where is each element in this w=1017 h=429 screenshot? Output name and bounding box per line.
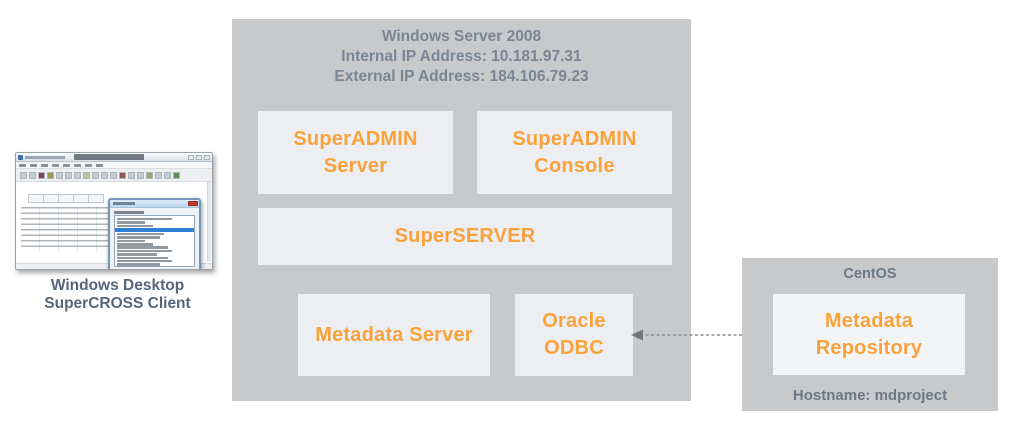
client-toolbar: [16, 169, 212, 182]
crosstab-header: [28, 194, 104, 203]
metadata-repository-box: Metadata Repository: [773, 294, 965, 375]
oracle-odbc-label-line2: ODBC: [544, 337, 604, 359]
toolbar-icon: [74, 171, 81, 179]
dialog-titlebar: [110, 200, 199, 208]
list-item: [117, 232, 165, 236]
oracle-odbc-box: Oracle ODBC: [515, 294, 633, 376]
list-item: [117, 242, 153, 246]
titlebar-dark-band: [74, 154, 144, 160]
client-content-area: [16, 182, 212, 269]
dialog-field-label: [114, 211, 144, 214]
toolbar-icon: [173, 171, 180, 179]
toolbar-icon: [47, 171, 54, 179]
superadmin-console-label-line2: Console: [534, 154, 615, 177]
list-item-selected: [115, 227, 194, 232]
client-caption: Windows Desktop SuperCROSS Client: [10, 277, 225, 313]
window-controls: [188, 155, 210, 160]
toolbar-icon: [137, 171, 144, 179]
app-icon: [18, 155, 23, 160]
list-item: [117, 224, 153, 228]
centos-title: CentOS: [843, 266, 897, 282]
superadmin-server-label-line2: Server: [323, 154, 388, 177]
toolbar-icon: [65, 171, 72, 179]
toolbar-icon: [101, 171, 108, 179]
centos-group: CentOS Metadata Repository Hostname: mdp…: [742, 258, 998, 411]
list-item: [117, 236, 161, 239]
windows-server-2008-group: Windows Server 2008 Internal IP Address:…: [232, 19, 691, 401]
header-cell: [43, 194, 59, 203]
superadmin-console-box: SuperADMIN Console: [477, 111, 672, 194]
header-cell: [58, 194, 74, 203]
client-menubar: [16, 162, 212, 169]
menu-items-text: [19, 164, 107, 167]
toolbar-icon: [164, 171, 171, 179]
list-item: [117, 239, 145, 243]
metadata-server-label: Metadata Server: [315, 323, 473, 346]
external-ip-address: External IP Address: 184.106.79.23: [334, 68, 589, 85]
fields-dialog: [108, 198, 201, 269]
vertical-scrollbar: [207, 182, 211, 262]
windows-server-header: Windows Server 2008 Internal IP Address:…: [232, 19, 691, 87]
toolbar-icon: [20, 171, 27, 179]
list-item: [117, 249, 173, 253]
minimize-icon: [188, 155, 194, 160]
header-cell: [88, 194, 104, 203]
toolbar-icon: [92, 171, 99, 179]
toolbar-icon: [56, 171, 63, 179]
header-cell: [73, 194, 89, 203]
toolbar-icon: [155, 171, 162, 179]
toolbar-icon: [38, 171, 45, 179]
list-item: [117, 259, 173, 263]
client-title-text: [25, 156, 65, 159]
dialog-title-text: [113, 202, 135, 205]
windows-server-title: Windows Server 2008: [381, 28, 542, 45]
toolbar-icon: [119, 171, 126, 179]
superadmin-server-label-line1: SuperADMIN: [293, 127, 418, 150]
list-item: [117, 256, 169, 260]
superadmin-server-box: SuperADMIN Server: [258, 111, 453, 194]
metadata-server-box: Metadata Server: [298, 294, 490, 376]
dialog-close-icon: [188, 201, 198, 206]
list-item: [117, 221, 145, 224]
toolbar-icon: [110, 171, 117, 179]
client-caption-line2: SuperCROSS Client: [44, 295, 191, 312]
superserver-box: SuperSERVER: [258, 208, 672, 265]
client-caption-line1: Windows Desktop: [50, 277, 185, 294]
toolbar-icon: [29, 171, 36, 179]
centos-hostname: Hostname: mdproject: [792, 387, 948, 404]
metadata-repository-label-line2: Repository: [815, 336, 923, 359]
client-screenshot: [15, 152, 213, 270]
list-item: [117, 263, 161, 266]
toolbar-icon: [146, 171, 153, 179]
metadata-repository-label-line1: Metadata: [824, 309, 914, 332]
superserver-label: SuperSERVER: [394, 225, 536, 247]
internal-ip-address: Internal IP Address: 10.181.97.31: [341, 48, 582, 65]
superadmin-console-label-line1: SuperADMIN: [512, 127, 637, 150]
oracle-odbc-label-line1: Oracle: [542, 310, 606, 332]
list-item: [117, 253, 157, 256]
toolbar-icon: [83, 171, 90, 179]
header-cell: [28, 194, 44, 203]
toolbar-icon: [128, 171, 135, 179]
dialog-list: [114, 215, 195, 267]
close-icon: [204, 155, 210, 160]
maximize-icon: [196, 155, 202, 160]
list-item: [117, 246, 169, 249]
list-item: [117, 217, 173, 221]
client-titlebar: [16, 153, 212, 162]
